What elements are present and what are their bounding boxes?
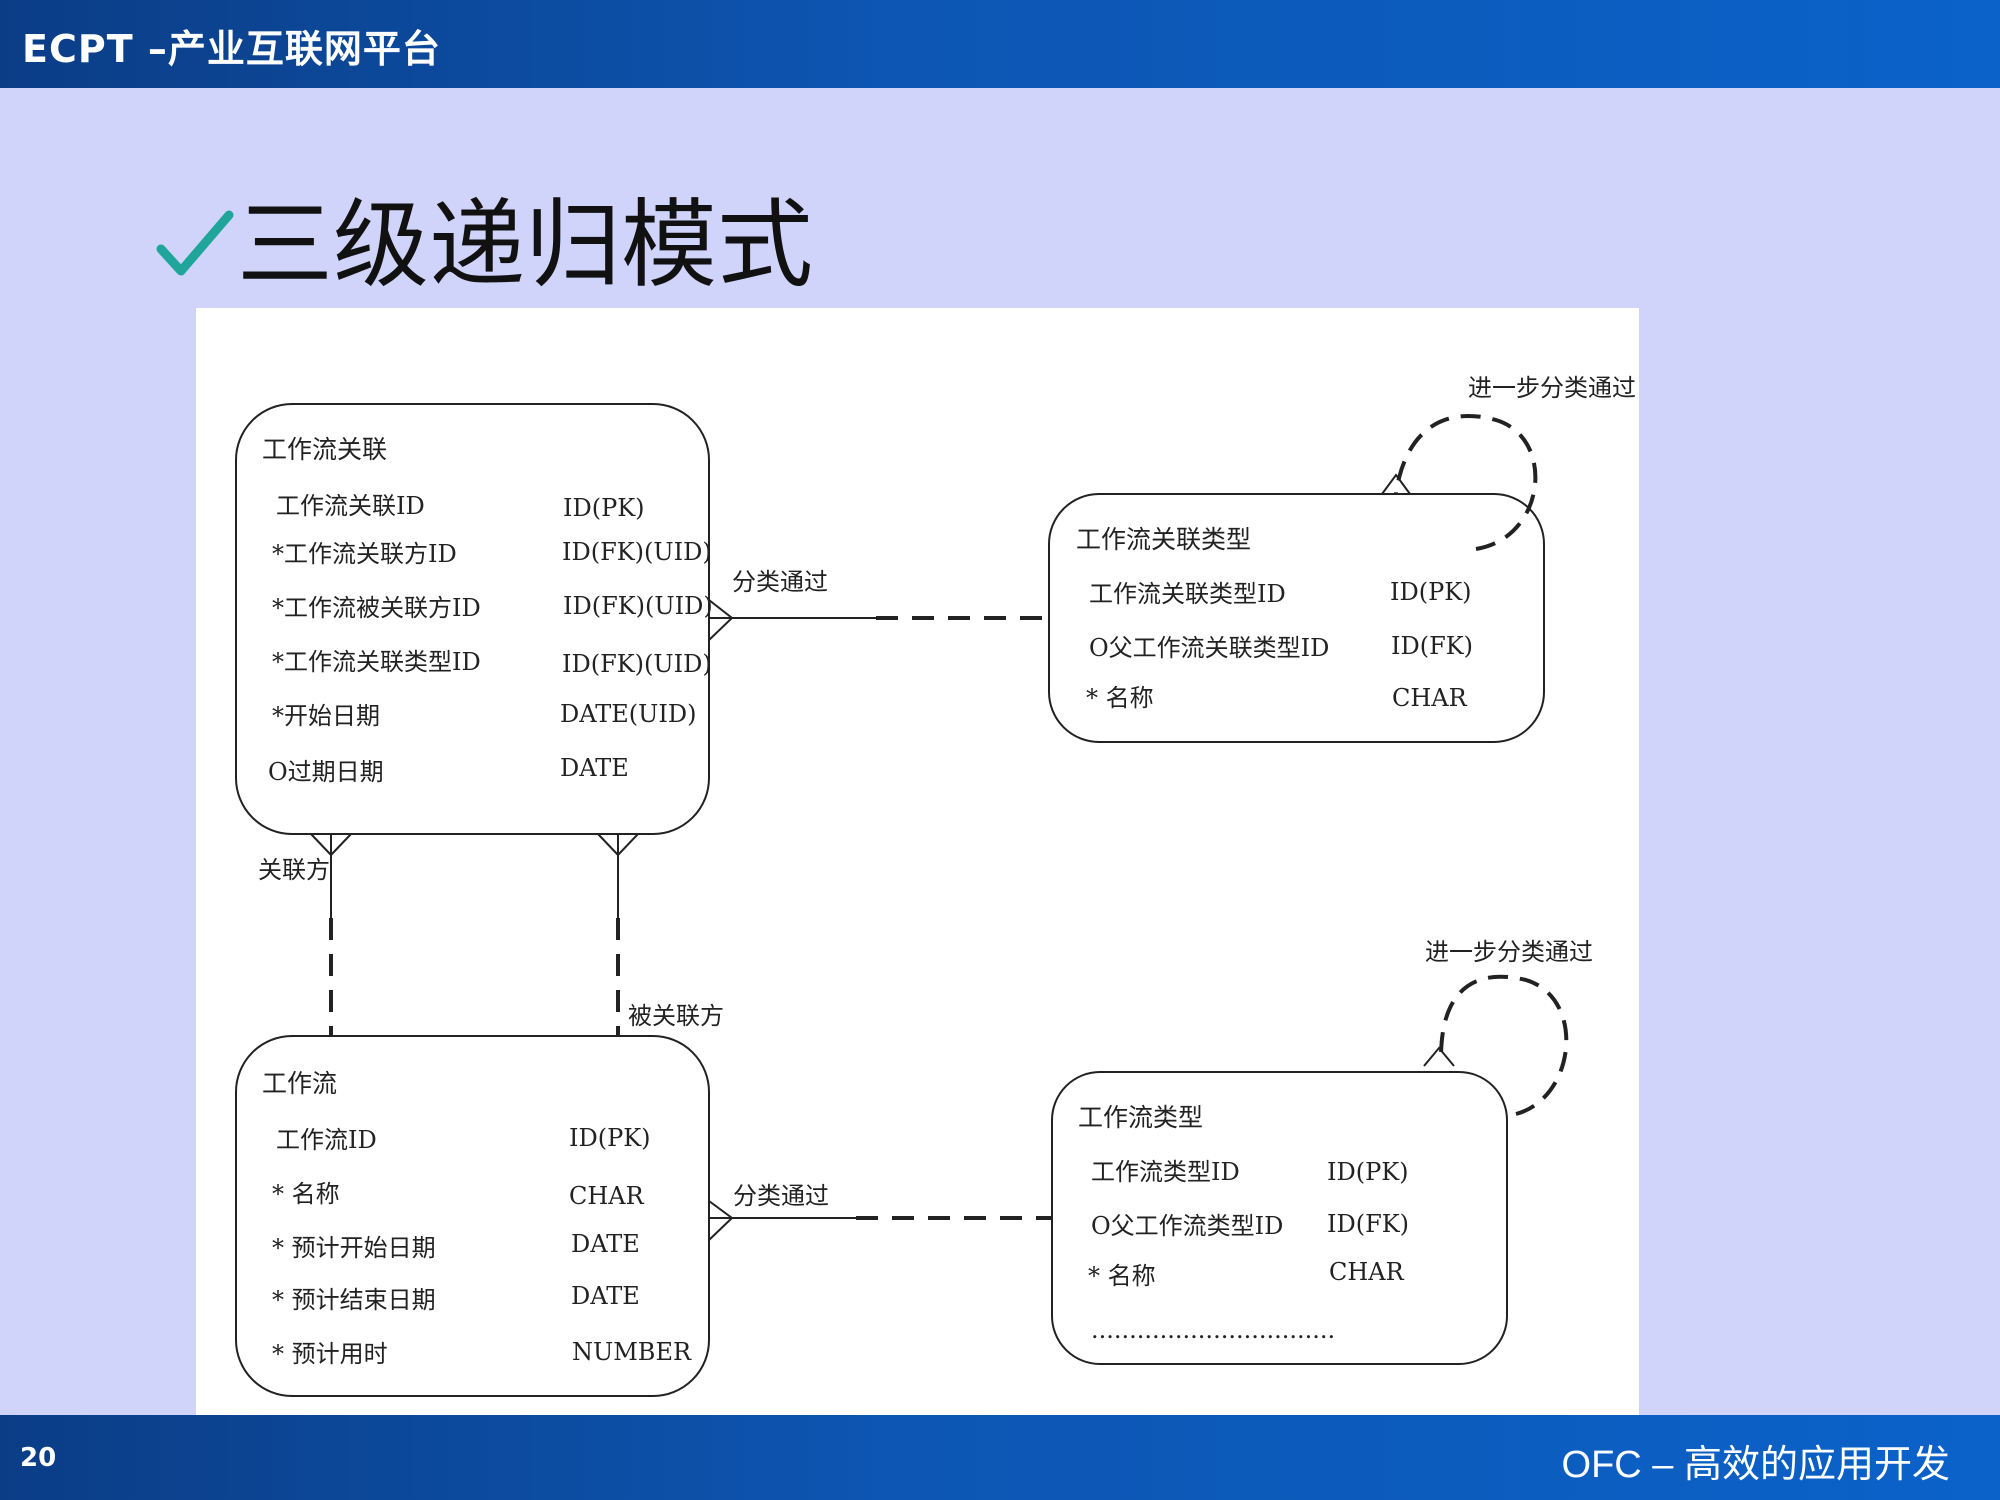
attr-name: O父工作流关联类型ID: [1089, 634, 1330, 662]
attr-name: O过期日期: [268, 758, 384, 786]
attr-type: CHAR: [1392, 684, 1467, 712]
entity-title: 工作流: [262, 1069, 338, 1098]
attr-name: * 名称: [1088, 1262, 1156, 1290]
entity-title: 工作流关联类型: [1076, 525, 1252, 554]
entity-title: 工作流关联: [262, 435, 388, 464]
attr-name: * 预计用时: [272, 1340, 388, 1368]
relation-line-assoc-type: [708, 599, 1049, 641]
entity-title: 工作流类型: [1078, 1103, 1204, 1132]
page-number: 20: [20, 1443, 57, 1473]
attr-name: *工作流关联类型ID: [272, 648, 481, 676]
relation-line-to-party: [597, 833, 639, 1036]
attr-name: * 名称: [1086, 684, 1154, 712]
attr-name: * 预计开始日期: [272, 1234, 436, 1262]
attr-name: 工作流关联ID: [276, 492, 425, 520]
attr-name: 工作流ID: [276, 1126, 377, 1154]
attr-name: 工作流关联类型ID: [1089, 580, 1286, 608]
relation-line-from-party: [310, 833, 352, 1036]
attr-name: * 名称: [272, 1180, 340, 1208]
attr-name: *工作流关联方ID: [272, 540, 457, 568]
attr-name: *开始日期: [272, 702, 380, 730]
attr-type: ID(PK): [1327, 1158, 1409, 1186]
attr-type: ID(FK)(UID): [563, 592, 713, 620]
slide-title: 三级递归模式: [237, 189, 813, 301]
attr-name: 工作流类型ID: [1091, 1158, 1240, 1186]
relation-label: 分类通过: [732, 568, 828, 596]
attr-name: *工作流被关联方ID: [272, 594, 481, 622]
attr-name: * 预计结束日期: [272, 1286, 436, 1314]
attr-ellipsis: ................................: [1091, 1316, 1336, 1344]
entity-box-association-type: [1048, 493, 1545, 743]
relation-label: 进一步分类通过: [1468, 374, 1636, 402]
relation-line-workflow-type: [708, 1200, 1052, 1241]
attr-type: ID(FK): [1391, 632, 1474, 660]
er-diagram: 工作流关联 工作流关联ID ID(PK) *工作流关联方ID ID(FK)(UI…: [196, 308, 1639, 1423]
attr-type: ID(PK): [1390, 578, 1472, 606]
header-title: ECPT –产业互联网平台: [22, 27, 441, 71]
relation-label: 关联方: [258, 856, 330, 884]
attr-type: CHAR: [569, 1182, 644, 1210]
attr-type: ID(FK): [1327, 1210, 1410, 1238]
attr-name: O父工作流类型ID: [1091, 1212, 1284, 1240]
attr-type: ID(PK): [563, 494, 645, 522]
relation-label: 被关联方: [628, 1002, 724, 1030]
footer-bar: 20 OFC – 高效的应用开发: [0, 1415, 2000, 1500]
relation-label: 进一步分类通过: [1425, 938, 1593, 966]
attr-type: ID(PK): [569, 1124, 651, 1152]
relation-loop-workflow-type: [1423, 974, 1569, 1116]
attr-type: ID(FK)(UID): [562, 650, 712, 678]
diagram-lines: [235, 403, 1569, 1397]
checkmark-icon: [156, 210, 234, 276]
attr-type: DATE: [571, 1230, 640, 1258]
attr-type: DATE(UID): [560, 700, 697, 728]
attr-type: DATE: [560, 754, 629, 782]
attr-type: NUMBER: [572, 1338, 692, 1366]
attr-type: ID(FK)(UID): [562, 538, 712, 566]
attr-type: CHAR: [1329, 1258, 1404, 1286]
header-bar: ECPT –产业互联网平台: [0, 0, 2000, 88]
relation-label: 分类通过: [733, 1182, 829, 1210]
entity-box-workflow: [235, 1035, 710, 1397]
footer-text: OFC – 高效的应用开发: [1561, 1444, 1950, 1486]
relation-loop-assoc-type: [1381, 414, 1538, 551]
attr-type: DATE: [571, 1282, 640, 1310]
